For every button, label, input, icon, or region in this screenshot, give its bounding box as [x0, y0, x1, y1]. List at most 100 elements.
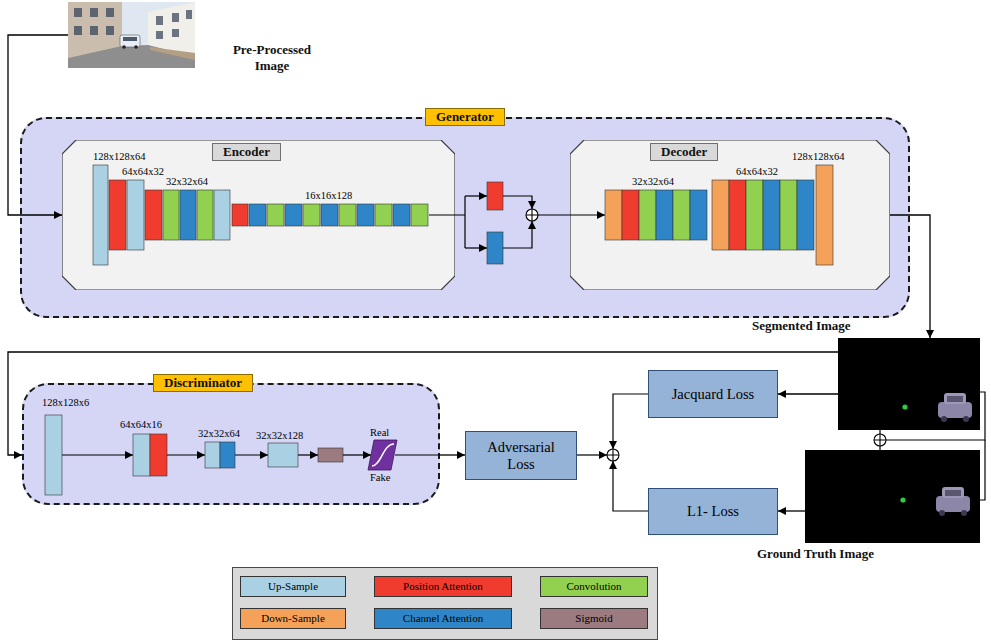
dimension-label: 128x128x6: [42, 397, 89, 409]
ground-truth-picture: [942, 487, 964, 498]
generator-region: GeneratorEncoderDecoder: [20, 117, 910, 318]
layer-block: [690, 190, 707, 240]
image-caption: Pre-Processed Image: [220, 42, 324, 73]
segmented-image: Segmented Image: [838, 338, 980, 430]
layer-block: [303, 204, 320, 226]
layer-block: [712, 180, 729, 250]
layer-block: [150, 434, 167, 476]
label-anchor: 32x32x64: [198, 428, 240, 440]
panel-outline: [570, 140, 890, 290]
ground-truth-picture: [945, 490, 961, 496]
label-anchor: Fake: [370, 472, 390, 484]
loss-wire: [613, 461, 648, 511]
legend-label: Sigmoid: [541, 609, 647, 628]
image-caption: Ground Truth Image: [757, 546, 874, 562]
layer-block: [232, 204, 248, 226]
legend-swatch: Sigmoid: [540, 608, 648, 629]
legend-swatch: Up-Sample: [240, 576, 346, 597]
layer-block: [622, 190, 639, 240]
label-anchor: 64x64x32: [122, 166, 164, 178]
region-tag: Discriminator: [153, 374, 253, 392]
loss-wire: [577, 394, 648, 511]
image-wire: [980, 440, 985, 500]
input-photo: Pre-Processed Image: [68, 2, 195, 68]
layer-block: [411, 204, 428, 226]
flow-arrow: [890, 215, 930, 338]
street-photo: [106, 26, 114, 35]
discriminator-wire: [343, 454, 371, 455]
dimension-label: 32x32x64: [632, 176, 674, 188]
street-photo: [68, 2, 195, 68]
dimension-label: 128x128x64: [93, 151, 146, 163]
sum-symbol: [526, 209, 538, 221]
layer-block: [93, 165, 108, 265]
layer-block: [180, 190, 196, 240]
label-anchor: 128x128x6: [42, 397, 89, 409]
discriminator-wire: [235, 454, 268, 455]
dimension-label: 32x32x64: [198, 428, 240, 440]
legend-swatch: Position Attention: [374, 576, 512, 597]
ground-truth-picture: [939, 510, 945, 516]
discriminator-wire: [62, 454, 133, 455]
flow-arrow: [440, 454, 465, 455]
label-anchor: Real: [370, 427, 389, 439]
street-photo: [148, 2, 195, 56]
segmented-picture: [944, 393, 966, 404]
layer-block: [780, 180, 797, 250]
branch-wire: [465, 195, 487, 196]
loss-name: Adversarial Loss: [478, 439, 564, 472]
branch-wire: [503, 221, 532, 248]
ground-truth-picture: [900, 497, 905, 502]
legend-swatch: Convolution: [540, 576, 648, 597]
label-anchor: 32x32x64: [166, 176, 208, 188]
layer-block: [639, 190, 656, 240]
street-photo: [90, 8, 98, 17]
street-photo: [134, 45, 138, 49]
panel-outline: [570, 140, 890, 290]
encoder-panel: Encoder: [62, 140, 455, 290]
loss-box: Jacquard Loss: [648, 370, 778, 418]
layer-block: [656, 190, 673, 240]
dimension-label: 64x64x16: [120, 419, 162, 431]
layer-block: [318, 448, 343, 462]
sigmoid-plot: [368, 440, 397, 470]
layer-block: [249, 204, 266, 226]
layer-block: [393, 204, 410, 226]
branch-wire: [429, 196, 605, 248]
layer-block: [763, 180, 780, 250]
layer-block: [357, 204, 374, 226]
branch-wire: [465, 247, 487, 248]
layer-block: [729, 180, 746, 250]
layer-block: [746, 180, 763, 250]
layer-block: [487, 182, 503, 210]
image-wire: [886, 392, 985, 440]
street-photo: [68, 2, 195, 68]
decoder-panel: Decoder: [570, 140, 890, 290]
layer-block: [145, 190, 162, 240]
dimension-label: 128x128x64: [792, 151, 845, 163]
branch-wire: [503, 196, 532, 209]
layer-block: [109, 180, 126, 250]
layer-block: [375, 204, 392, 226]
flow-arrow: [778, 510, 805, 511]
branch-wire: [429, 214, 465, 215]
street-photo: [74, 26, 82, 35]
segmented-picture: [838, 338, 980, 430]
image-caption: Segmented Image: [752, 318, 851, 334]
segmented-picture: [947, 396, 963, 402]
output-label: Fake: [370, 472, 390, 484]
discriminator-wire: [167, 454, 205, 455]
segmented-picture: [963, 416, 969, 422]
loss-name: L1- Loss: [687, 503, 739, 520]
segmented-picture: [938, 402, 972, 418]
sum-symbol: [526, 209, 538, 221]
dimension-label: 64x64x32: [122, 166, 164, 178]
street-photo: [156, 16, 163, 25]
label-anchor: 64x64x32: [736, 166, 778, 178]
layer-block: [268, 443, 298, 467]
dimension-label: 16x16x128: [305, 190, 352, 202]
street-photo: [120, 35, 140, 47]
flow-arrow: [778, 393, 838, 394]
sum-symbol: [874, 434, 886, 446]
